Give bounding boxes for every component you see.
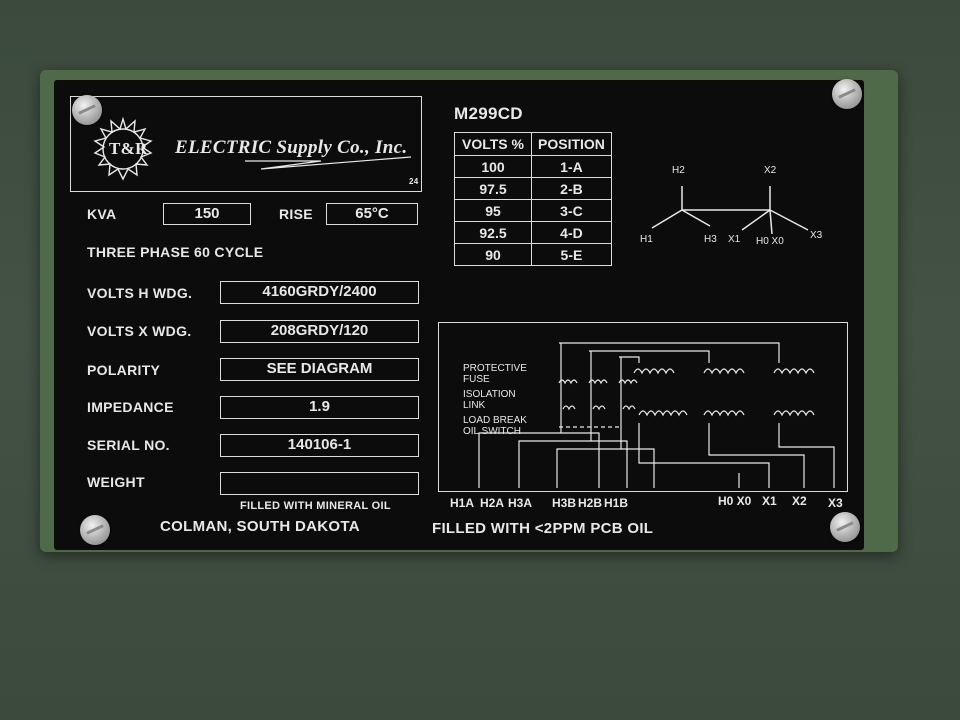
field-label: VOLTS H WDG. [87,285,193,301]
company-name: ELECTRIC Supply Co., Inc. [175,137,408,158]
terminal-label: H3A [508,496,532,510]
terminal-labels: H1A H2A H3A H3B H2B H1B H0 X0 X1 X2 X3 [450,494,843,510]
vector-label: X2 [764,165,777,176]
vector-label: H1 [640,234,653,245]
vector-label: X3 [810,230,823,241]
phase-text: THREE PHASE 60 CYCLE [87,244,264,260]
terminal-label: H1A [450,496,474,510]
logo-emblem [93,116,412,181]
diagram-label: OIL SWITCH [463,426,521,437]
table-header: POSITION [531,132,612,156]
table-cell: 92.5 [454,221,532,244]
table-cell: 90 [454,243,532,266]
vector-label: H0 X0 [756,236,784,247]
terminal-label: H2B [578,496,602,510]
table-cell: 95 [454,199,532,222]
field-label: VOLTS X WDG. [87,323,192,339]
pcb-note: FILLED WITH <2PPM PCB OIL [432,520,654,537]
field-value: 4160GRDY/2400 [220,281,419,304]
wiring-diagram: PROTECTIVE FUSE ISOLATION LINK LOAD BREA… [438,322,848,492]
table-cell: 1-A [531,155,612,178]
vector-label: H3 [704,234,717,245]
terminal-label: H2A [480,496,504,510]
field-value: SEE DIAGRAM [220,358,419,381]
field-label: WEIGHT [87,474,145,490]
terminal-label: X2 [792,494,807,508]
table-cell: 3-C [531,199,612,222]
diagram-label: PROTECTIVE [463,363,527,374]
field-label: IMPEDANCE [87,399,174,415]
field-value: 208GRDY/120 [220,320,419,343]
field-label: POLARITY [87,362,161,378]
field-value: 140106-1 [220,434,419,457]
table-cell: 5-E [531,243,612,266]
vector-label: X1 [728,234,741,245]
vector-diagram: H2 H1 H3 X2 X1 H0 X0 X3 [640,165,823,247]
terminal-label: H3B [552,496,576,510]
table-cell: 100 [454,155,532,178]
diagram-label: ISOLATION [463,389,516,400]
field-value: 1.9 [220,396,419,419]
table-cell: 2-B [531,177,612,200]
location: COLMAN, SOUTH DAKOTA [160,518,360,535]
vector-label: H2 [672,165,685,176]
screw-icon [80,515,110,545]
table-header: VOLTS % [454,132,532,156]
logo-box: T&R ELECTRIC Supply Co., Inc. 24 [70,96,422,192]
screw-icon [830,512,860,542]
wiring-lines: PROTECTIVE FUSE ISOLATION LINK LOAD BREA… [463,342,835,488]
terminal-label: H0 X0 [718,494,752,508]
kva-label: KVA [87,206,117,222]
rise-label: RISE [279,206,313,222]
rise-value: 65°C [326,203,418,225]
diagram-label: LINK [463,400,486,411]
model-number: M299CD [454,104,523,123]
field-value [220,472,419,495]
field-label: SERIAL NO. [87,437,170,453]
table-header-row: VOLTS % POSITION [454,132,612,156]
table-cell: 4-D [531,221,612,244]
diagram-label: FUSE [463,374,490,385]
terminal-label: X1 [762,494,777,508]
mineral-oil-note: FILLED WITH MINERAL OIL [240,500,391,512]
logo-code: 24 [409,177,419,186]
screw-icon [832,79,862,109]
diagram-label: LOAD BREAK [463,415,527,426]
screw-icon [72,95,102,125]
kva-value: 150 [163,203,251,225]
terminal-label: X3 [828,496,843,510]
table-cell: 97.5 [454,177,532,200]
logo-monogram: T&R [109,139,148,158]
terminal-label: H1B [604,496,628,510]
